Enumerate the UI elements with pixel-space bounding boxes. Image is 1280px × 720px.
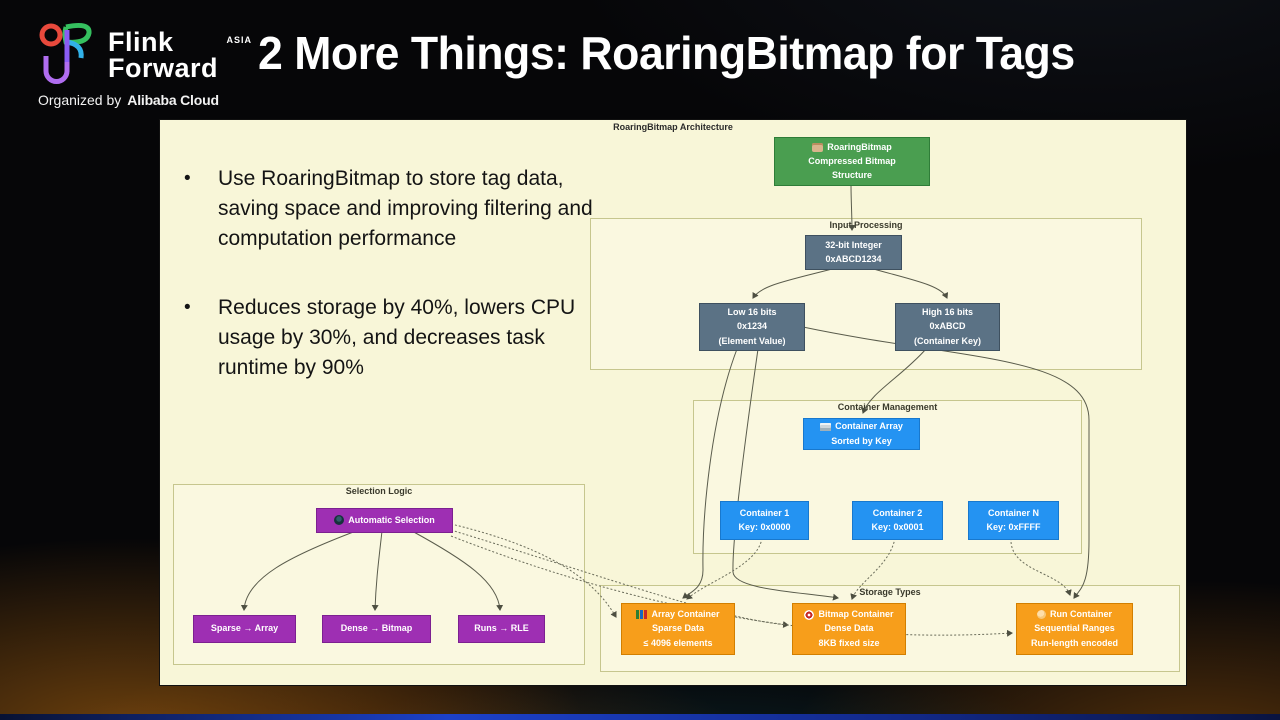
section-label: Storage Types [859,587,921,597]
logo-forward: Forward [108,52,219,83]
slide-content-panel: RoaringBitmap Architecture • Use Roaring… [160,120,1186,685]
archive-icon [820,422,832,431]
card-box-icon [812,142,824,152]
logo-wordmark: Flink Forward ASIA [108,22,251,83]
organizer-name: Alibaba Cloud [127,92,219,108]
node-runs-rle: Runs → RLE [458,615,545,643]
node-container-n: Container N Key: 0xFFFF [968,501,1059,540]
page-title: 2 More Things: RoaringBitmap for Tags [258,27,1075,79]
node-run-container: Run Container Sequential Ranges Run-leng… [1016,603,1133,655]
bottom-accent-line [0,714,1280,720]
node-bitmap-container: Bitmap Container Dense Data 8KB fixed si… [792,603,906,655]
target-icon [804,609,815,620]
logo-asia: ASIA [226,35,253,45]
section-label: Container Management [837,402,938,412]
node-dense-bitmap: Dense → Bitmap [322,615,431,643]
runner-icon [1037,610,1046,620]
section-label: Input Processing [829,220,903,230]
logo-flink: Flink [108,27,174,57]
gear-icon [334,515,345,526]
node-high-16-bits: High 16 bits 0xABCD (Container Key) [895,303,1000,351]
bullet-item: • Reduces storage by 40%, lowers CPU usa… [184,293,614,382]
node-sparse-array: Sparse → Array [193,615,296,643]
node-container-1: Container 1 Key: 0x0000 [720,501,809,540]
node-container-array: Container Array Sorted by Key [803,418,920,450]
node-array-container: Array Container Sparse Data ≤ 4096 eleme… [621,603,735,655]
section-label: Selection Logic [345,486,413,496]
bullet-text: Use RoaringBitmap to store tag data, sav… [218,167,593,250]
diagram-title: RoaringBitmap Architecture [613,122,733,132]
bar-chart-icon [636,610,648,620]
bullet-marker: • [184,168,191,189]
node-container-2: Container 2 Key: 0x0001 [852,501,943,540]
bullet-list: • Use RoaringBitmap to store tag data, s… [184,164,614,423]
node-32bit-integer: 32-bit Integer 0xABCD1234 [805,235,902,270]
flink-forward-logo-icon [39,23,92,84]
bullet-marker: • [184,297,191,319]
node-low-16-bits: Low 16 bits 0x1234 (Element Value) [699,303,805,351]
bullet-item: • Use RoaringBitmap to store tag data, s… [184,164,614,253]
bullet-text: Reduces storage by 40%, lowers CPU usage… [218,296,576,380]
node-automatic-selection: Automatic Selection [316,508,453,533]
node-roaringbitmap-root: RoaringBitmap Compressed Bitmap Structur… [774,137,930,186]
